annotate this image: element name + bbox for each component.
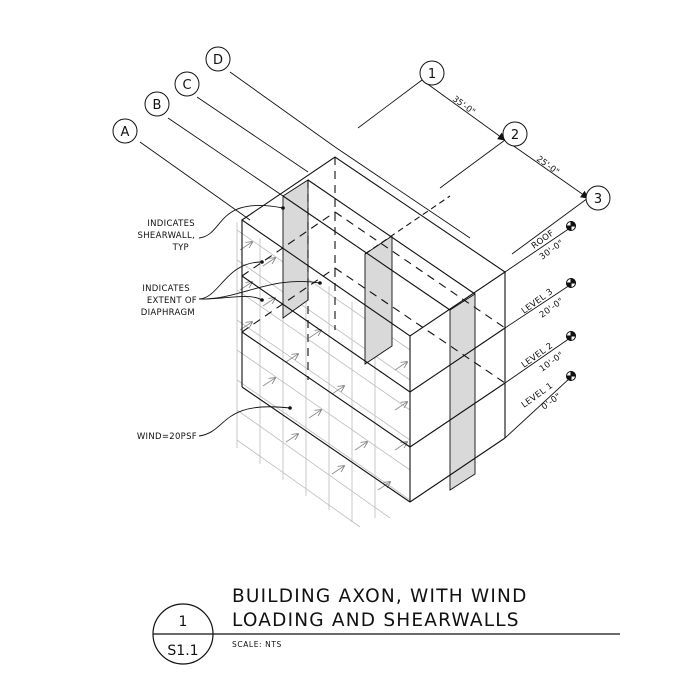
datum-level-3-icon — [565, 277, 577, 289]
grid-lines-letters — [139, 71, 471, 239]
level-leaders — [504, 227, 571, 439]
datum-roof-icon — [565, 220, 577, 232]
grid-label-d: D — [213, 53, 223, 68]
note-diaphragm: INDICATES EXTENT OF DIAPHRAGM — [141, 284, 197, 318]
note-diaphragm-line2: EXTENT OF — [147, 296, 197, 306]
note-shearwall-line3: TYP — [172, 243, 189, 253]
level-datum-symbols — [565, 220, 577, 382]
building-frame — [241, 156, 506, 503]
detail-number: 1 — [179, 614, 188, 630]
grid-label-c: C — [182, 78, 191, 93]
wind-arrows — [239, 242, 407, 491]
level-labels: ROOF 30'-0" LEVEL 3 20'-0" LEVEL 2 10'-0… — [520, 228, 566, 412]
datum-level-1-icon — [565, 370, 577, 382]
grid-label-2: 2 — [511, 128, 519, 143]
note-diaphragm-line1: INDICATES — [142, 284, 190, 294]
note-leaders — [198, 205, 321, 437]
note-shearwall-line2: SHEARWALL, — [138, 231, 195, 241]
sheet-number: S1.1 — [167, 643, 198, 659]
grid-label-b: B — [153, 98, 162, 113]
grid-bubbles-letters — [112, 46, 231, 144]
grid-label-1: 1 — [428, 67, 436, 82]
dimension-1-2: 35'-0" — [450, 94, 477, 117]
note-wind-load: WIND=20PSF — [137, 432, 197, 442]
shear-walls — [282, 179, 476, 491]
leader-dots — [260, 206, 322, 410]
title-line-1: BUILDING AXON, WITH WIND — [232, 586, 528, 607]
title-line-2: LOADING AND SHEARWALLS — [232, 610, 520, 631]
note-shearwall-line1: INDICATES — [147, 219, 195, 229]
datum-level-2-icon — [565, 330, 577, 342]
grid-label-a: A — [121, 125, 130, 140]
note-shearwall: INDICATES SHEARWALL, TYP — [138, 219, 195, 253]
dimension-2-3: 25'-0" — [534, 154, 561, 177]
title-block: 1 S1.1 BUILDING AXON, WITH WIND LOADING … — [152, 586, 620, 665]
grid-lines-numbers — [357, 79, 589, 255]
note-diaphragm-line3: DIAPHRAGM — [141, 308, 195, 318]
scale-note: SCALE: NTS — [232, 640, 282, 649]
grid-label-3: 3 — [594, 192, 602, 207]
grid-bubbles-numbers — [419, 60, 611, 211]
wind-load-hatch — [236, 222, 411, 528]
